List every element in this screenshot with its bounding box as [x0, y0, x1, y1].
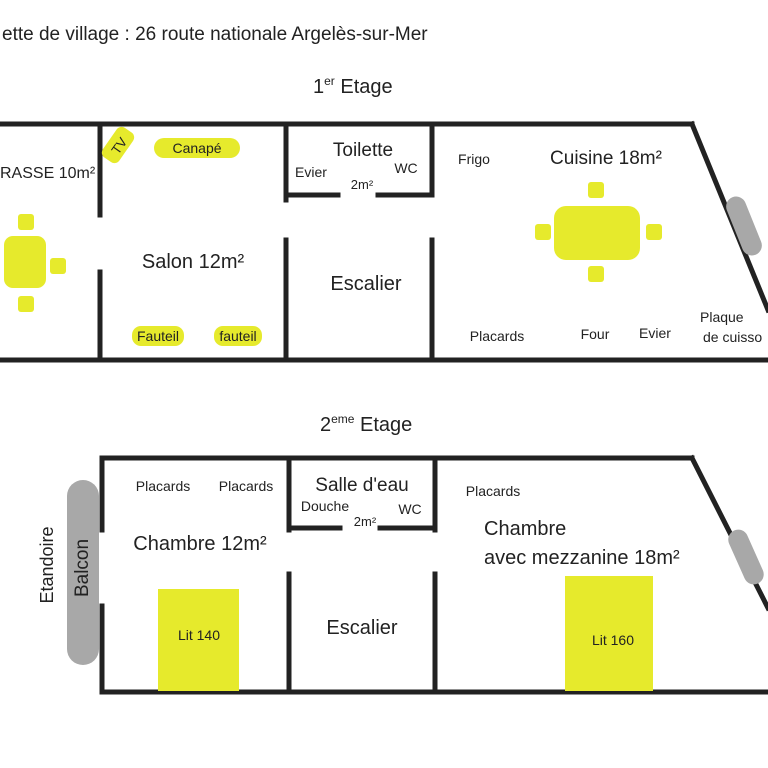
window [728, 529, 764, 585]
wc-label: WC [398, 501, 421, 517]
four-label: Four [581, 326, 610, 342]
sofa [154, 138, 240, 158]
armchair [214, 326, 262, 346]
page-title: ette de village : 26 route nationale Arg… [2, 24, 428, 45]
evier-label: Evier [295, 164, 327, 180]
escalier-label: Escalier [326, 617, 397, 639]
sofa-label: Canapé [172, 140, 221, 156]
douche-label: Douche [301, 498, 349, 514]
toilette-area: 2m² [351, 177, 374, 192]
chambre2-label: Chambre [484, 518, 566, 540]
placards-label: Placards [219, 478, 273, 494]
etandoire-label: Etandoire [37, 526, 57, 603]
armchair-label: fauteil [219, 328, 256, 344]
placards-label: Placards [470, 328, 524, 344]
cuisine-label: Cuisine 18m² [550, 148, 662, 169]
terrasse-label: RASSE 10m² [0, 165, 96, 182]
escalier-label: Escalier [330, 273, 401, 295]
floor1-title: 1er Etage [313, 74, 393, 98]
wc-label: WC [394, 160, 417, 176]
chambre2-label-2: avec mezzanine 18m² [484, 547, 680, 569]
kitchen-table-set [535, 182, 662, 282]
balcony [67, 480, 99, 665]
floor1-walls [0, 120, 768, 363]
plaque-label: Plaque [700, 309, 744, 325]
lit140-label: Lit 140 [178, 627, 220, 643]
frigo-label: Frigo [458, 151, 490, 167]
floor2-title: 2eme Etage [320, 412, 412, 436]
placards-label: Placards [136, 478, 190, 494]
armchair-label: Fauteil [137, 328, 179, 344]
salle-eau-area: 2m² [354, 514, 377, 529]
floor2-walls [99, 454, 768, 695]
bed [565, 576, 653, 691]
placards-label: Placards [466, 483, 520, 499]
tv: TV [101, 126, 135, 164]
armchair [132, 326, 184, 346]
bed [158, 589, 239, 691]
toilette-label: Toilette [333, 140, 393, 161]
salle-eau-label: Salle d'eau [315, 475, 408, 496]
terrasse-table-set [4, 214, 66, 312]
chambre1-label: Chambre 12m² [133, 533, 267, 555]
evier-cuisine-label: Evier [639, 325, 671, 341]
window [726, 196, 762, 256]
lit160-label: Lit 160 [592, 632, 634, 648]
salon-label: Salon 12m² [142, 251, 245, 273]
balcon-label: Balcon [72, 539, 93, 597]
plaque-label-2: de cuisso [703, 329, 762, 345]
